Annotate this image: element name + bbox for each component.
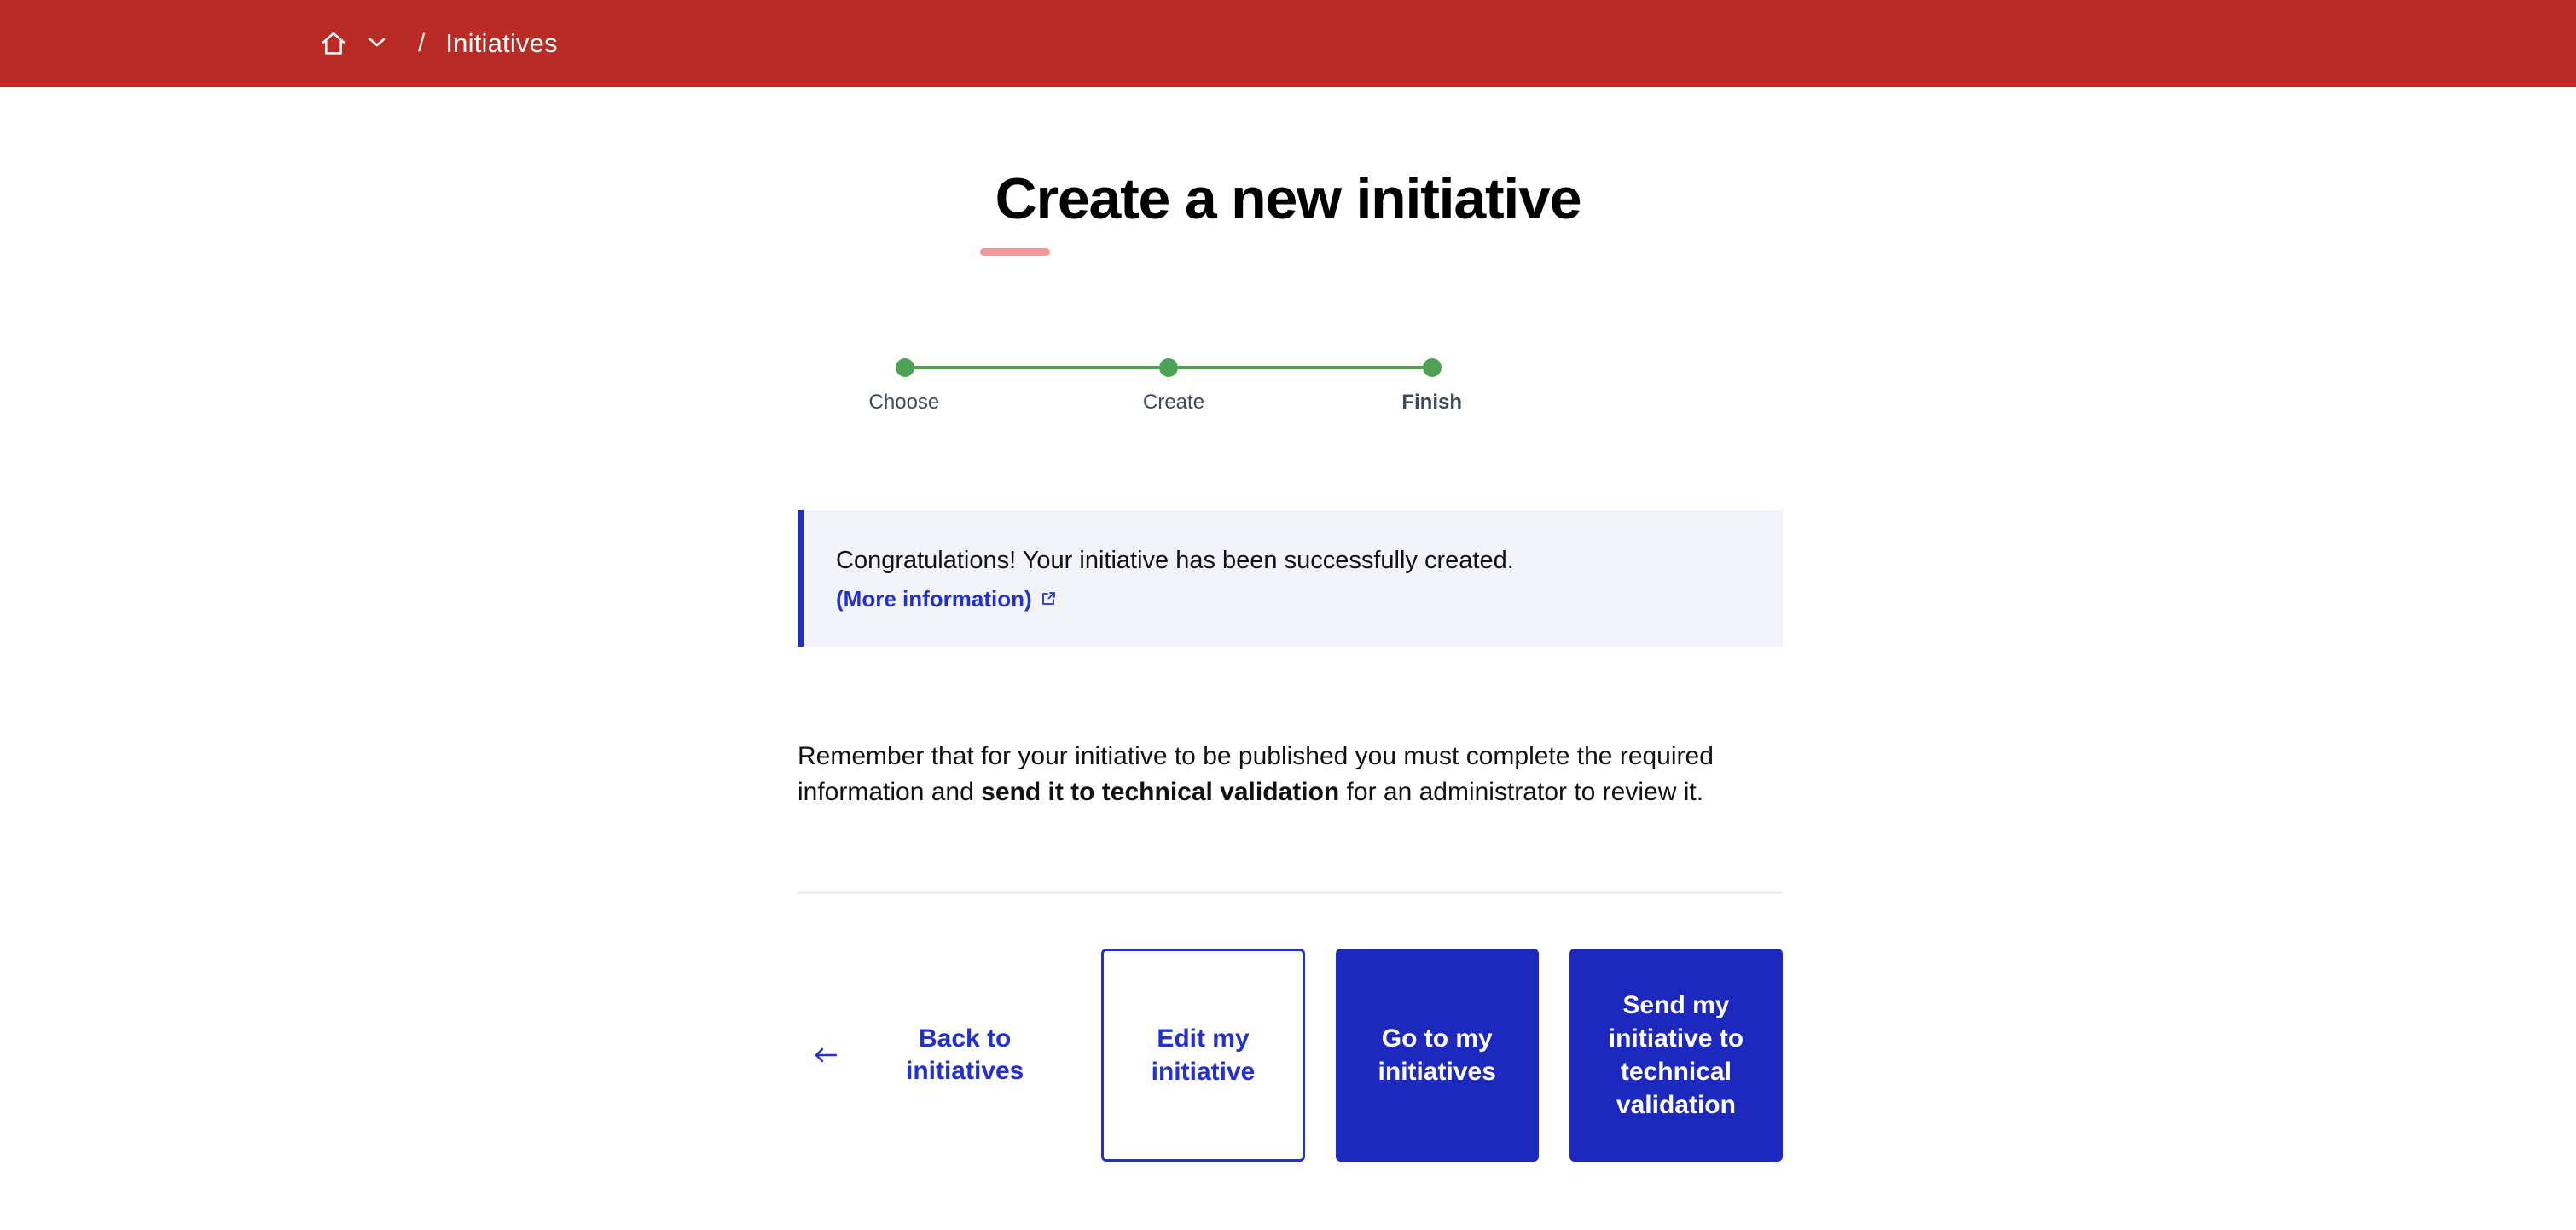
home-dropdown-toggle[interactable] bbox=[360, 26, 394, 61]
success-callout: Congratulations! Your initiative has bee… bbox=[798, 510, 1783, 647]
content-column: Congratulations! Your initiative has bee… bbox=[798, 510, 1784, 1163]
home-button[interactable] bbox=[314, 24, 353, 63]
stepper-dot-choose bbox=[896, 358, 914, 378]
edit-my-initiative-button[interactable]: Edit my initiative bbox=[1101, 949, 1305, 1163]
arrow-left-icon bbox=[813, 1046, 838, 1065]
edit-my-initiative-label: Edit my initiative bbox=[1151, 1024, 1256, 1087]
section-divider bbox=[798, 891, 1783, 895]
instruction-text-part-2: for an administrator to review it. bbox=[1339, 778, 1704, 807]
callout-message: Congratulations! Your initiative has bee… bbox=[836, 547, 1514, 575]
send-to-technical-validation-label: Send my initiative to technical validati… bbox=[1608, 991, 1744, 1120]
stepper-label-finish: Finish bbox=[1401, 391, 1463, 415]
back-to-initiatives-label: Back to initiatives bbox=[905, 1024, 1024, 1086]
action-bar: Back to initiatives Edit my initiative G… bbox=[798, 949, 1784, 1163]
progress-stepper: Choose Create Finish bbox=[869, 357, 1462, 415]
home-icon bbox=[319, 30, 348, 57]
breadcrumb-item-initiatives[interactable]: Initiatives bbox=[445, 28, 558, 58]
stepper-label-choose: Choose bbox=[868, 391, 940, 415]
page-title: Create a new initiative bbox=[995, 166, 1582, 231]
breadcrumb: / Initiatives bbox=[314, 24, 558, 63]
chevron-down-icon bbox=[368, 36, 386, 52]
page-body: Create a new initiative Choose Create Fi… bbox=[0, 87, 2576, 1163]
stepper-line-2 bbox=[1178, 366, 1423, 370]
go-to-my-initiatives-button[interactable]: Go to my initiatives bbox=[1335, 949, 1539, 1163]
top-navigation-bar: / Initiatives bbox=[0, 0, 2576, 87]
page-header-block: Create a new initiative Choose Create Fi… bbox=[0, 87, 2576, 415]
stepper-dot-finish bbox=[1423, 358, 1442, 378]
back-to-initiatives-link[interactable]: Back to initiatives bbox=[798, 1023, 1101, 1088]
instruction-paragraph: Remember that for your initiative to be … bbox=[798, 739, 1770, 812]
instruction-text-bold: send it to technical validation bbox=[981, 778, 1340, 807]
instruction-text-part-1: Remember that for your initiative to be … bbox=[798, 741, 1714, 807]
send-to-technical-validation-button[interactable]: Send my initiative to technical validati… bbox=[1569, 949, 1784, 1163]
more-information-link[interactable]: (More information) bbox=[836, 586, 1057, 612]
more-information-label: (More information) bbox=[836, 585, 1032, 612]
stepper-line-1 bbox=[914, 366, 1159, 370]
go-to-my-initiatives-label: Go to my initiatives bbox=[1378, 1024, 1496, 1087]
breadcrumb-separator: / bbox=[418, 29, 426, 57]
title-accent-bar bbox=[980, 248, 1050, 257]
stepper-label-create: Create bbox=[1143, 391, 1205, 415]
stepper-dot-create bbox=[1159, 358, 1178, 378]
stepper-track bbox=[896, 357, 1442, 379]
external-link-icon bbox=[1040, 590, 1057, 607]
stepper-labels: Choose Create Finish bbox=[869, 391, 1462, 415]
